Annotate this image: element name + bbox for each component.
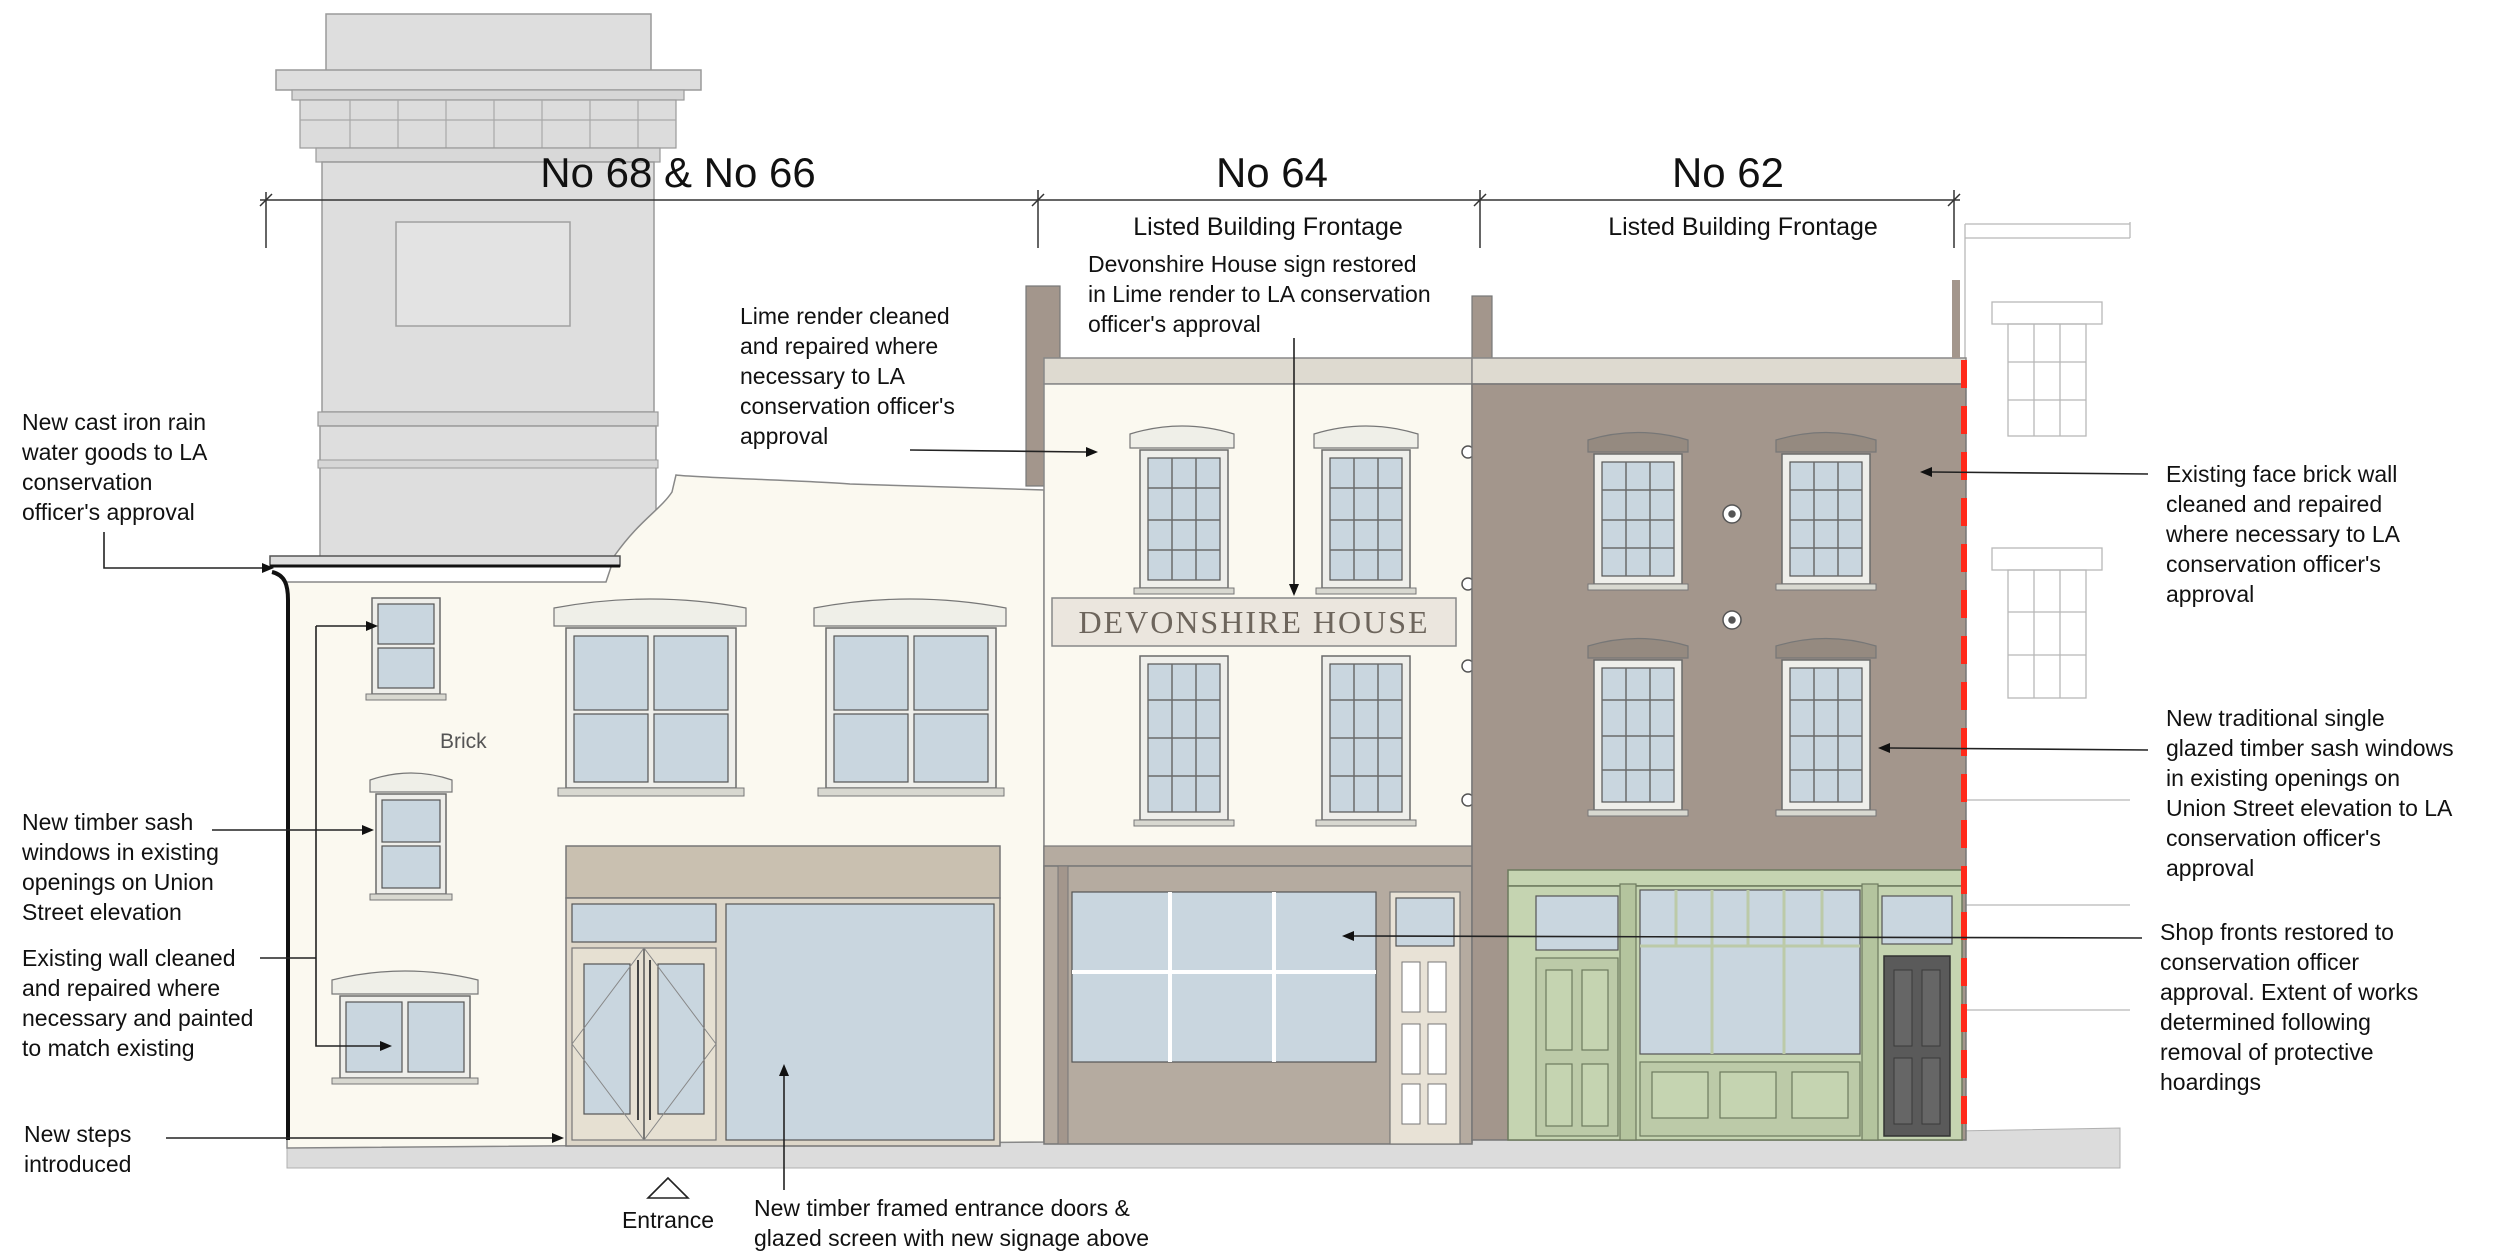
wall-ties-no62: [1722, 504, 1742, 630]
building-no62: [1471, 357, 1967, 1141]
svg-text:New timber framed entrance doo: New timber framed entrance doors &glazed…: [754, 1195, 1149, 1251]
sash-window-lower-left: [331, 970, 479, 1085]
shopfront-no62: [1507, 869, 1963, 1141]
window-no62-upper-right: [1775, 431, 1877, 591]
entrance-marker: Entrance: [622, 1176, 714, 1233]
sign-text: DEVONSHIRE HOUSE: [1078, 604, 1429, 640]
entrance-label: Entrance: [622, 1207, 714, 1233]
window-no64-upper-left: [1129, 425, 1235, 595]
heading-no62: No 62: [1672, 149, 1784, 196]
neighbour-building: [1964, 222, 2131, 1135]
devonshire-house-sign: DEVONSHIRE HOUSE: [1051, 597, 1457, 647]
shopfront-no64: [1043, 845, 1473, 1145]
background-tower: [275, 13, 702, 567]
subheading-no64: Listed Building Frontage: [1133, 213, 1403, 241]
wall-label: Brick: [440, 730, 487, 753]
window-no64-upper-right: [1313, 425, 1419, 595]
subheading-no62: Listed Building Frontage: [1608, 213, 1878, 241]
large-window-left: [553, 598, 747, 797]
window-no64-lower-left: [1133, 655, 1235, 827]
entrance-triangle-icon: [646, 1176, 690, 1199]
building-no64: DEVONSHIRE HOUSE: [1025, 285, 1493, 1145]
building-no68-66: Brick: [269, 474, 1045, 1149]
heading-no68-66: No 68 & No 66: [540, 149, 816, 196]
window-no62-upper-left: [1587, 431, 1689, 591]
annotation-entrance-doors: New timber framed entrance doors &glazed…: [754, 1064, 1149, 1251]
window-no64-lower-right: [1315, 655, 1417, 827]
sash-window-mid-left: [369, 772, 453, 901]
entrance-shopfront: [565, 845, 1001, 1147]
wall-ties: [1461, 445, 1475, 807]
heading-no64: No 64: [1216, 149, 1328, 196]
window-no62-lower-right: [1775, 637, 1877, 817]
window-no62-lower-left: [1587, 637, 1689, 817]
dimension-lines: [259, 190, 1961, 248]
large-window-right: [813, 598, 1007, 797]
sash-window-upper-left: [365, 597, 447, 701]
